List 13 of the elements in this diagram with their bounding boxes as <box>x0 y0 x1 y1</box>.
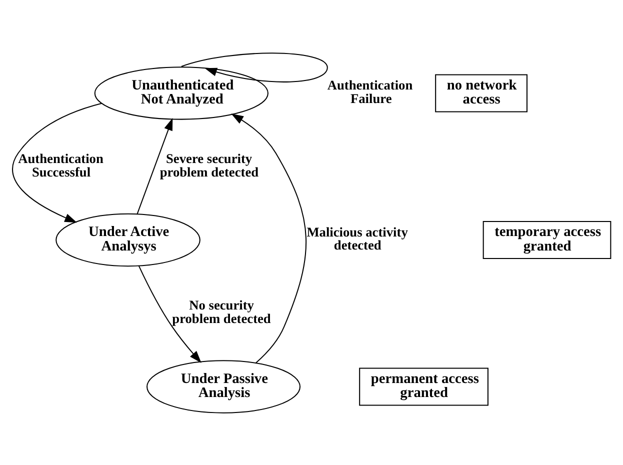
arrow <box>138 265 202 362</box>
node-box: temporary access granted <box>482 220 612 258</box>
arrow <box>231 113 306 363</box>
edge-label: Authentication Failure <box>327 77 413 106</box>
node-box: no network access <box>435 74 528 112</box>
edge-label: Authentication Successful <box>18 150 104 179</box>
edge-label: Severe security problem detected <box>160 150 259 179</box>
node-ellipse: Under Passive Analysis <box>146 360 301 413</box>
node-box: permanent access granted <box>359 367 488 406</box>
arrow <box>12 102 102 222</box>
edge-label: Malicious activity detected <box>306 224 408 252</box>
edge-label: No security problem detected <box>172 297 271 326</box>
arrow <box>136 118 173 214</box>
